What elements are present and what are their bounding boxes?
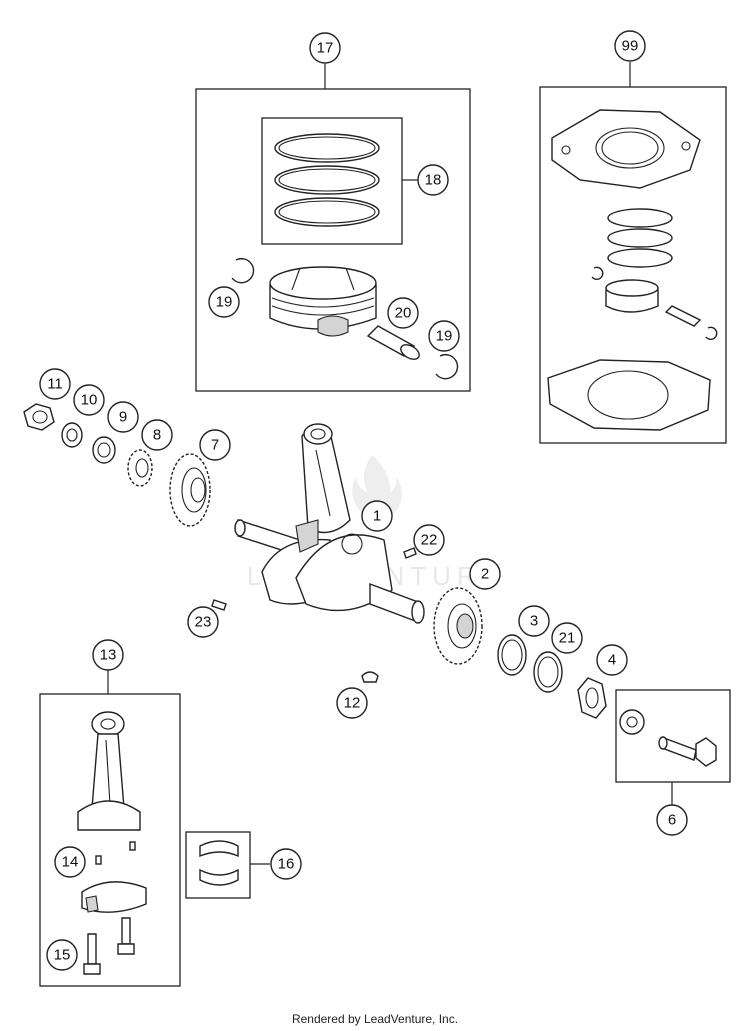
washer-3 [497,634,527,676]
bolt-washer [619,709,645,735]
gear-2 [433,587,483,665]
callout-23: 23 [187,606,219,638]
callout-19-right: 19 [428,320,460,352]
callout-12: 12 [336,687,368,719]
bearing-group-box [185,831,251,899]
key-12 [361,671,379,683]
callout-4: 4 [596,644,628,676]
callout-7: 7 [199,429,231,461]
piston-pin [366,325,420,360]
callout-16: 16 [270,848,302,880]
callout-9: 9 [107,401,139,433]
kit-piston-pin [664,305,702,327]
svg-text:8: 8 [153,427,161,444]
kit-circlip-left [591,266,604,281]
svg-text:15: 15 [54,947,71,964]
conrod-group-box [39,693,181,987]
svg-text:22: 22 [421,532,438,549]
ring-set-box [261,117,403,245]
bearing-group [185,831,270,899]
svg-text:9: 9 [119,409,127,426]
callout-1: 1 [361,500,393,532]
svg-text:18: 18 [425,172,442,189]
callout-11: 11 [39,368,71,400]
kit-circlip-right [705,326,718,341]
nut-11 [23,403,55,431]
svg-text:6: 6 [668,812,676,829]
svg-text:14: 14 [62,854,79,871]
gear-7 [169,453,211,527]
circlip-right [435,353,459,380]
svg-text:7: 7 [211,437,219,454]
render-credit: Rendered by LeadVenture, Inc. [291,1012,459,1026]
svg-text:13: 13 [100,647,117,664]
conrod-cap [81,881,147,913]
svg-text:19: 19 [216,294,233,311]
piston-group-box [195,88,471,392]
svg-text:23: 23 [195,614,212,631]
bolt-group-box [615,689,731,783]
base-gasket [547,359,711,431]
dowel-pin-22 [403,547,417,559]
kit-piston-rings [607,208,673,268]
svg-text:19: 19 [436,328,453,345]
svg-text:20: 20 [395,305,412,322]
callout-18: 18 [417,164,449,196]
callout-10: 10 [73,384,105,416]
callout-13: 13 [92,639,124,671]
kit-piston [605,279,659,313]
crankshaft [234,423,425,624]
gasket-kit-group [539,62,727,444]
callout-15: 15 [46,939,78,971]
svg-text:12: 12 [344,695,361,712]
callout-19-left: 19 [208,286,240,318]
callout-6: 6 [656,804,688,836]
key-23 [211,599,227,611]
piston [269,266,377,337]
kit-group-box [539,86,727,444]
svg-text:21: 21 [559,630,576,647]
gear-8 [127,449,153,487]
svg-text:1: 1 [373,508,381,525]
conrod-dowel-left [95,855,102,865]
callout-21: 21 [551,622,583,654]
circlip-left [231,257,255,284]
svg-text:2: 2 [481,566,489,583]
callout-14: 14 [54,846,86,878]
svg-text:16: 16 [278,856,295,873]
callout-3: 3 [518,605,550,637]
callout-20: 20 [387,297,419,329]
conrod-bolts [83,917,135,975]
callout-22: 22 [413,524,445,556]
connecting-rod [77,711,141,831]
svg-text:11: 11 [47,376,63,393]
washer-21 [533,651,563,693]
conrod-dowel-right [129,841,136,851]
svg-text:10: 10 [81,392,98,409]
callout-2: 2 [469,558,501,590]
piston-rings [274,133,380,227]
nut-4 [577,677,607,719]
bolt [658,736,717,767]
callout-99: 99 [614,30,646,62]
svg-text:3: 3 [530,613,538,630]
bearing-shells [199,840,239,886]
callout-17: 17 [309,32,341,64]
bolt-group [615,689,731,806]
conrod-group [39,670,181,987]
head-gasket [551,109,701,189]
piston-assembly-group [195,64,471,392]
svg-text:99: 99 [622,38,639,55]
washer-10 [61,422,83,448]
svg-text:17: 17 [317,40,334,57]
washer-9 [92,436,116,464]
svg-text:4: 4 [608,652,616,669]
callout-8: 8 [141,419,173,451]
